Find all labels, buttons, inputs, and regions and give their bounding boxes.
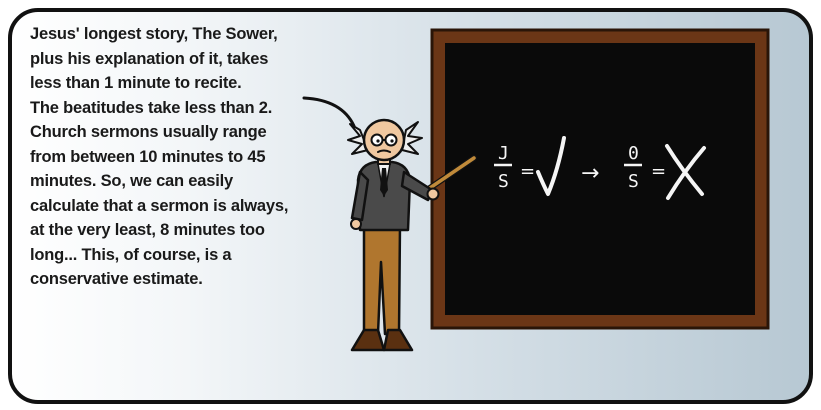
caption-line: from between 10 minutes to 45 [30, 147, 266, 166]
professor-tie [380, 168, 388, 196]
caption-line: The beatitudes take less than 2. [30, 98, 273, 117]
chalk-checkmark-icon [536, 136, 566, 196]
chalk-cross-icon [665, 144, 706, 200]
chalk-numerator-2: 0 [628, 143, 639, 164]
speech-tail [302, 96, 356, 128]
chalk-equals-1: = [520, 161, 535, 182]
caption-line: long... This, of course, is a [30, 245, 232, 264]
caption-line: Jesus' longest story, The Sower, [30, 25, 278, 43]
professor-left-arm [350, 170, 370, 222]
chalk-arrow: → [581, 161, 599, 186]
professor-right-shoe [382, 328, 414, 352]
chalk-denominator-2: S [628, 171, 639, 192]
caption-line: at the very least, 8 minutes too [30, 221, 265, 239]
chalk-numerator-1: J [498, 143, 509, 164]
caption-line: Church sermons usually range [30, 123, 267, 141]
caption-line: conservative estimate. [30, 270, 203, 288]
professor-right-arm [400, 170, 434, 202]
chalkboard-surface [445, 43, 755, 315]
chalk-equals-2: = [651, 161, 666, 182]
comic-scene: J S = → 0 S = [302, 28, 770, 352]
professor-figure [347, 118, 477, 352]
comic-panel: Jesus' longest story, The Sower, plus hi… [8, 8, 813, 404]
chalkboard: J S = → 0 S = [430, 28, 770, 330]
chalk-denominator-1: S [498, 171, 509, 192]
caption-line: calculate that a sermon is always, [30, 196, 289, 215]
professor-left-shoe [350, 328, 386, 352]
caption-line: less than 1 minute to recite. [30, 74, 242, 92]
caption-line: minutes. So, we can easily [30, 172, 233, 190]
caption-text: Jesus' longest story, The Sower, plus hi… [30, 22, 350, 292]
professor-legs [362, 222, 402, 336]
caption-line: plus his explanation of it, takes [30, 49, 269, 68]
